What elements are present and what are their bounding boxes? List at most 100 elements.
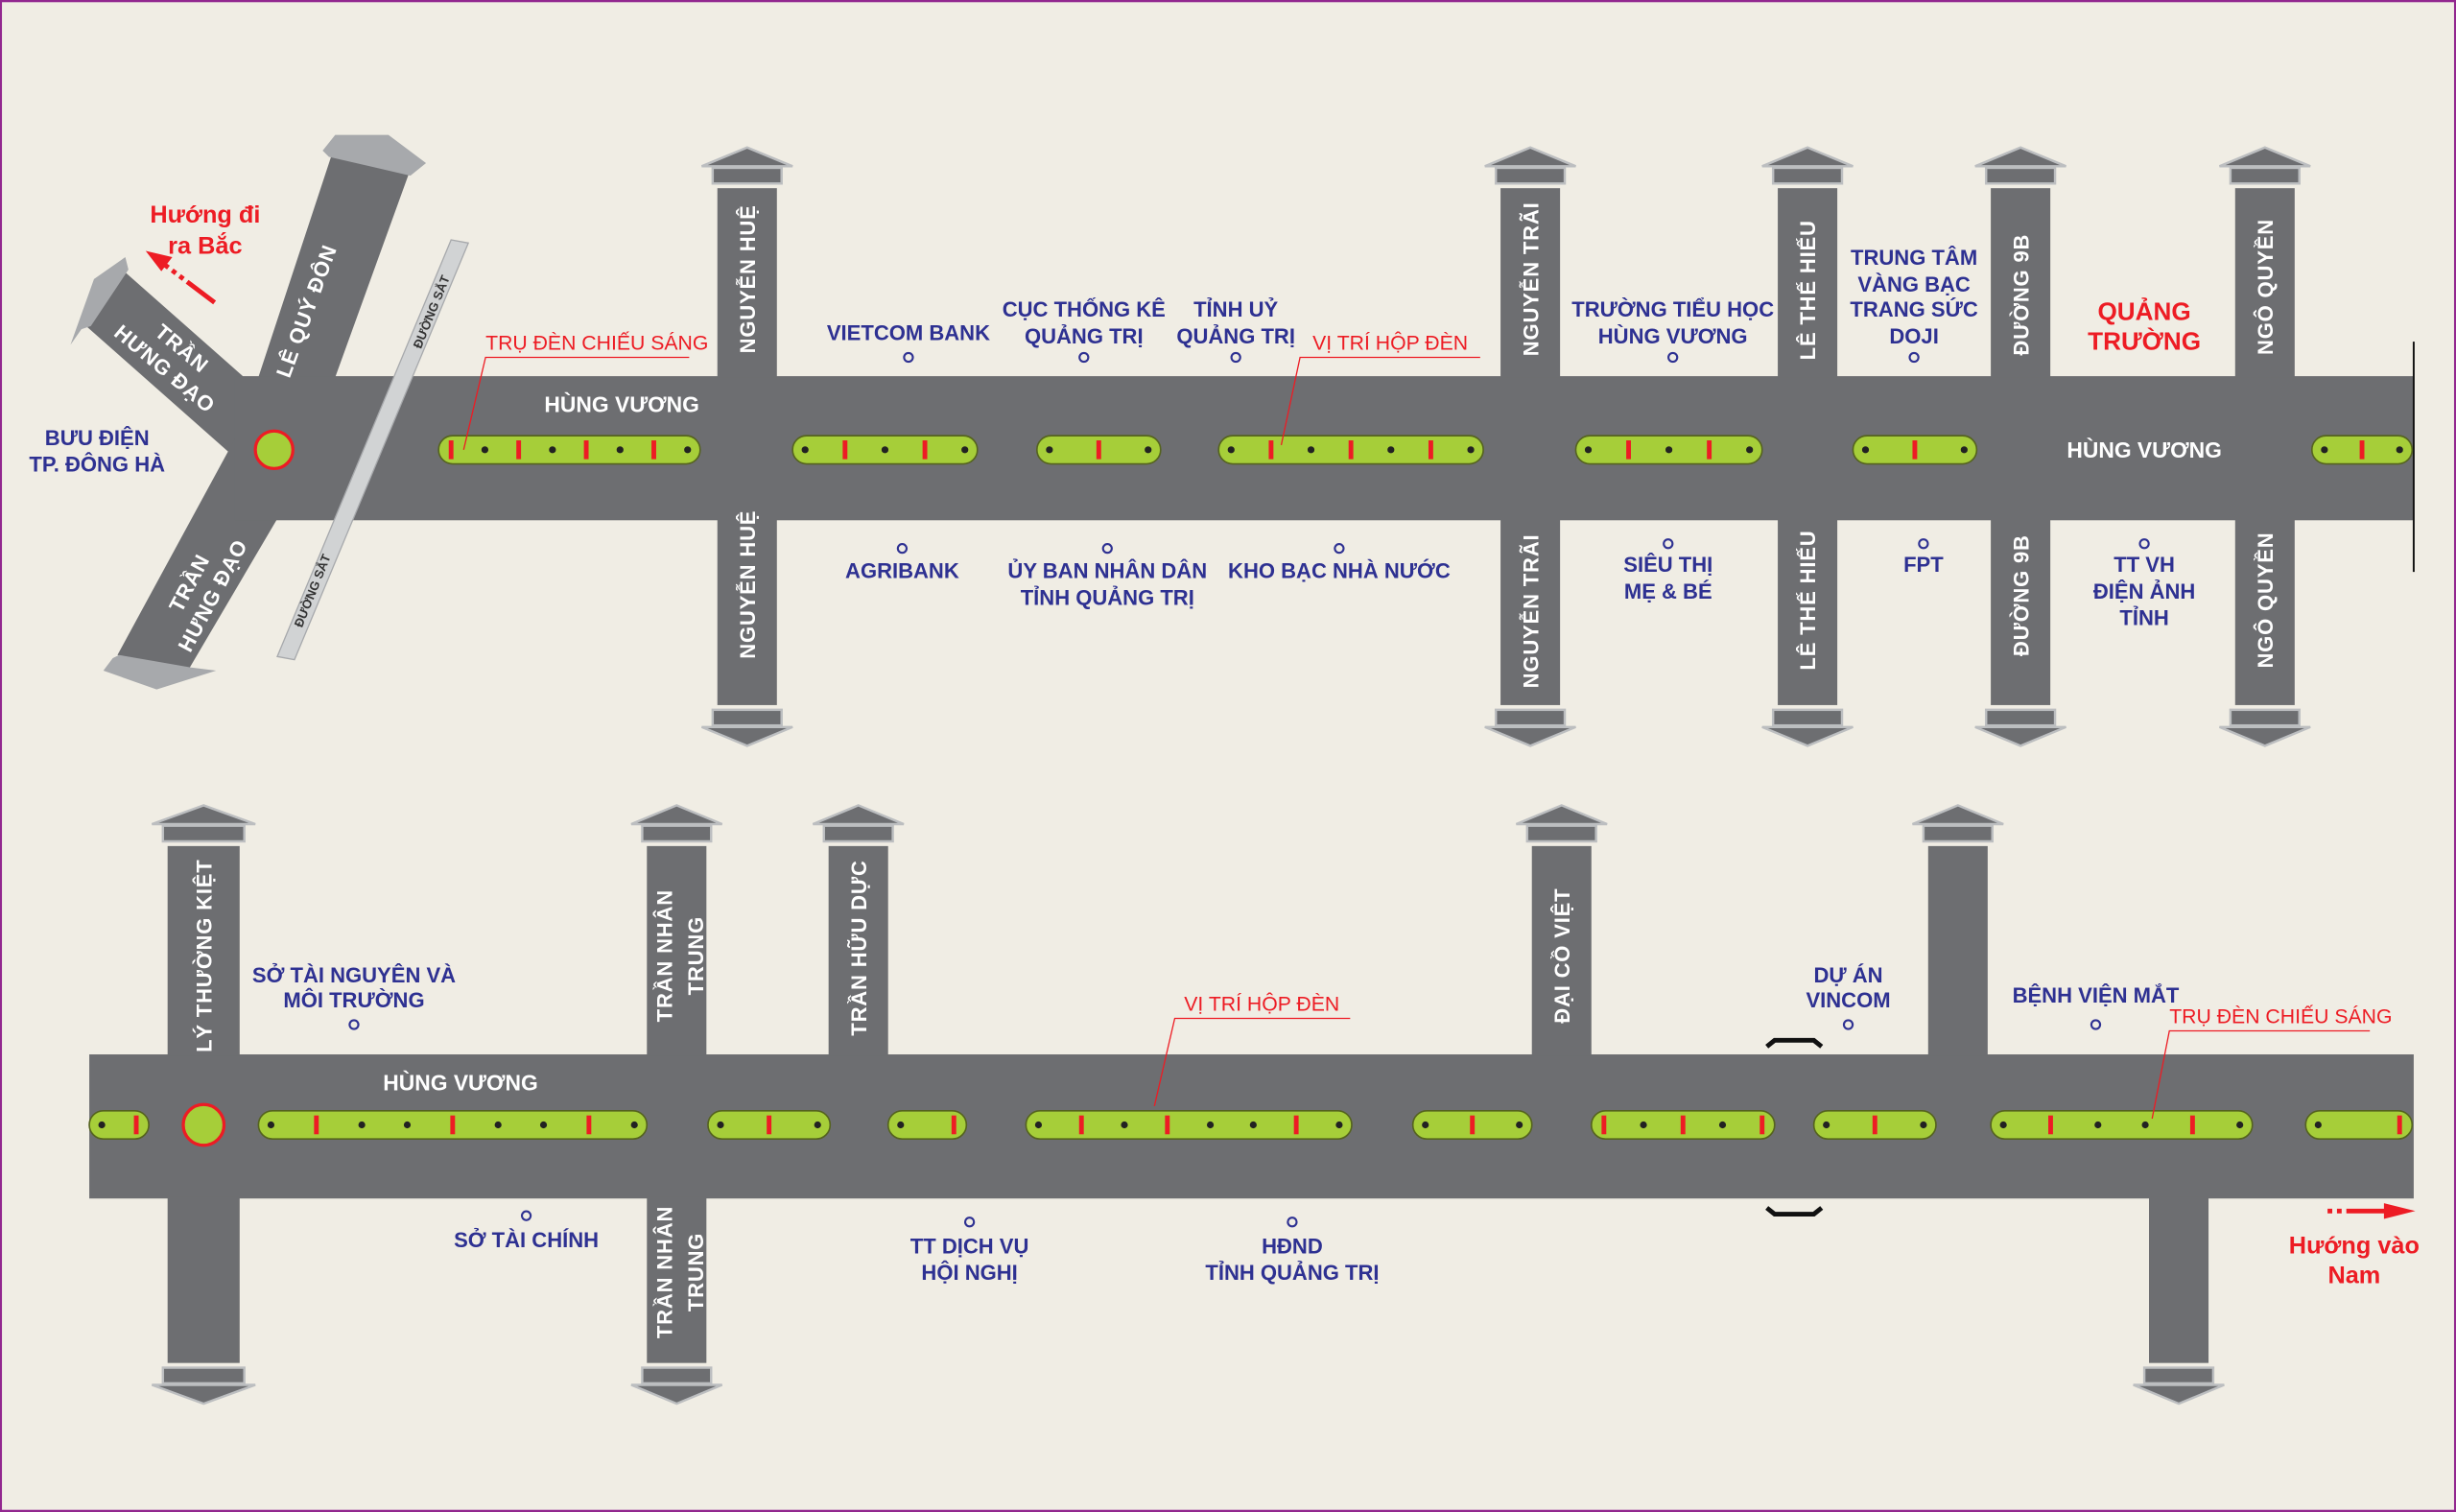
cross-street-south [1991,518,2051,705]
cap-le-quy-don [322,134,427,177]
light-pole-icon [2236,1121,2244,1129]
light-pole-icon [1640,1121,1647,1129]
street-ly-thuong-kiet-south [167,1196,240,1363]
street-south-east [2149,1196,2209,1363]
road-label-nguyen-hue: NGUYỄN HUỆ [735,510,760,659]
poi-marker-icon [1101,543,1113,555]
street-arrow-up-icon [700,146,793,168]
light-pole-icon [1307,446,1315,454]
poi-marker-icon [348,1019,360,1030]
street-end-cap [641,824,713,843]
poi-vincom: VINCOM [1806,988,1890,1012]
poi-doji: DOJI [1889,324,1938,348]
light-pole-icon [881,446,889,454]
lamp-box-marker [1601,1115,1607,1135]
median-strip [1990,1109,2254,1140]
street-arrow-up-icon [630,804,723,826]
north-arrowhead-icon [145,250,173,272]
callout-light-pole-top [462,356,690,450]
street-arrow-up-icon [1761,146,1854,168]
lamp-box-marker [1293,1115,1299,1135]
street-arrow-down-icon [1761,725,1854,747]
street-end-cap [1771,708,1844,727]
light-pole-icon [1121,1121,1128,1129]
lamp-box-marker [651,440,656,460]
north-direction-line2: ra Bắc [168,231,242,260]
medians-layer [88,435,2414,1140]
light-pole-icon [2321,446,2328,454]
poi-buu-dien: TP. ĐÔNG HÀ [29,453,165,477]
road-label-nguyen-hue: NGUYỄN HUỆ [735,204,760,353]
north-arrow-icon [161,261,217,305]
light-pole-icon [1046,446,1053,454]
poi-tt-vh: TỈNH [2119,606,2168,630]
lamp-box-marker [842,440,848,460]
poi-doji: TRUNG TÂM [1851,246,1977,270]
road-label-tran-nhan-trung: TRUNG [684,916,708,995]
callout-light-pole-bottom [2151,1029,2371,1120]
cross-street-north [1991,188,2051,378]
cross-street-north [1500,188,1561,378]
street-arrow-down-icon [2219,725,2311,747]
lamp-box-marker [1348,440,1354,460]
light-pole-icon [616,446,624,454]
road-label-nguyen-trai: NGUYỄN TRÃI [1518,201,1543,356]
street-arrow-down-icon [700,725,793,747]
road-label-tran-nhan-trung: TRUNG [684,1233,708,1311]
street-end-cap [711,166,783,185]
poi-kho-bac: KHO BẠC NHÀ NƯỚC [1228,559,1451,583]
poi-sieu-thi: SIÊU THỊ [1623,553,1712,577]
lamp-box-marker [516,440,522,460]
street-arrow-up-icon [1484,146,1576,168]
road-label-le-the-hieu: LÊ THẾ HIẾU [1796,531,1820,671]
lamp-box-marker [1626,440,1631,460]
street-end-cap [1494,708,1567,727]
light-pole-icon [897,1121,905,1129]
street-arrow-down-icon [1974,725,2066,747]
road-label-tran-huu-duc: TRẦN HỮU DỰC [847,860,871,1035]
street-end-cap [1771,166,1844,185]
street-arrow-up-icon [1912,804,2004,826]
poi-ubnd: TỈNH QUẢNG TRỊ [1021,585,1194,609]
poi-so-tai-nguyen: MÔI TRƯỜNG [283,988,424,1012]
callout-light-pole-top-label: TRỤ ĐÈN CHIẾU SÁNG [485,330,708,354]
poi-marker-icon [1842,1019,1854,1030]
poi-tt-dich-vu: HỘI NGHỊ [921,1261,1017,1285]
cross-street-south [2234,518,2295,705]
light-pole-icon [717,1121,724,1129]
light-pole-icon [1034,1121,1043,1129]
poi-marker-icon [1230,351,1241,364]
lamp-box-marker [2189,1115,2195,1135]
lamp-box-marker [133,1115,139,1135]
light-pole-icon [1422,1121,1429,1129]
light-pole-icon [1335,1121,1343,1129]
poi-marker-icon [963,1217,976,1228]
light-pole-icon [961,446,969,454]
light-pole-icon [98,1121,106,1129]
cross-street-south [717,518,777,705]
poi-marker-icon [1918,538,1929,550]
south-arrowhead-icon [2383,1203,2416,1219]
lamp-box-marker [583,440,589,460]
lamp-box-marker [1912,440,1918,460]
north-direction-line1: Hướng đi [150,201,260,228]
street-arrow-up-icon [1515,804,1608,826]
poi-sieu-thi: MẸ & BÉ [1624,579,1712,603]
light-pole-icon [1467,446,1475,454]
poi-hdnd: TỈNH QUẢNG TRỊ [1205,1261,1379,1285]
light-pole-icon [358,1121,366,1129]
light-pole-icon [1387,446,1395,454]
light-pole-icon [801,446,809,454]
road-label-duong-9b: ĐƯỜNG 9B [2009,234,2033,356]
poi-cuc-thong-ke: QUẢNG TRỊ [1025,324,1144,348]
street-end-cap [1984,166,2057,185]
road-label-nguyen-trai: NGUYỄN TRÃI [1518,534,1543,689]
road-le-quy-don [238,154,411,447]
median-strip [88,1109,150,1140]
lamp-box-marker [2359,440,2365,460]
street-arrow-up-icon [2219,146,2311,168]
road-label-tran-nhan-trung: TRẦN NHÂN [652,889,676,1022]
street-arrow-down-icon [151,1383,256,1406]
road-label-tran-nhan-trung: TRẦN NHÂN [652,1206,676,1338]
